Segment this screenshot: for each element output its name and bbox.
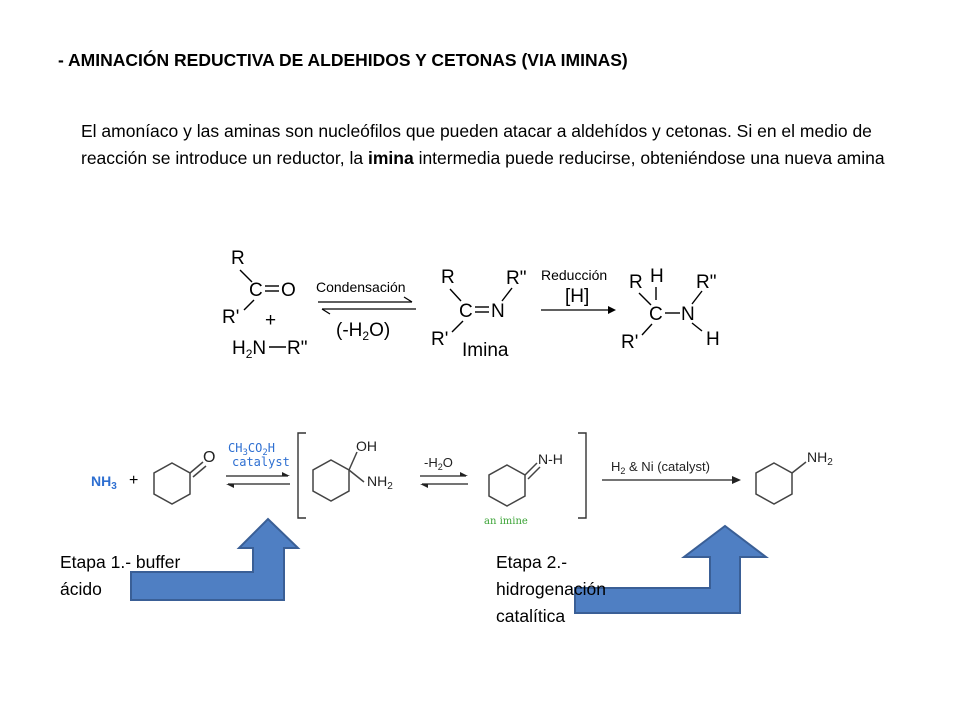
product-bond-r-c <box>638 292 652 306</box>
imine-n-label: N <box>491 301 505 322</box>
cyclohexylamine-ring <box>755 462 793 505</box>
ketone-c-label: C <box>249 280 263 301</box>
forward-arrow-head <box>403 296 413 303</box>
eq1-forward-head <box>282 472 290 476</box>
stage1-label: Etapa 1.- buffer ácido <box>60 549 180 603</box>
product-rprime-label: R' <box>621 332 638 353</box>
stage2-line1: Etapa 2.- <box>496 552 568 572</box>
bond-c-oh <box>348 451 358 471</box>
intro-paragraph: El amoníaco y las aminas son nucleófilos… <box>81 118 941 172</box>
product-bond-n-r2 <box>691 290 703 305</box>
hydrogenation-label: H2 & Ni (catalyst) <box>611 459 710 476</box>
amine-bond <box>791 461 807 474</box>
imine-bond-n-r2 <box>501 287 513 302</box>
stage1-arrow-shape <box>130 517 301 601</box>
plus-sign: + <box>265 310 276 331</box>
ketone-o-label: O <box>281 280 296 301</box>
hydrogenation-arrow-head <box>732 476 741 484</box>
product-bond-c-rprime <box>641 323 653 336</box>
product-bond-n-h <box>691 322 703 332</box>
reaction-scheme-cyclohexanone: NH3 + O CH3CO2H catalyst OH NH2 -H2O N-H <box>91 432 833 527</box>
imine-r-label: R <box>441 267 455 288</box>
imine-rdouble-label: R" <box>506 268 526 289</box>
bond-r-c <box>239 269 253 283</box>
eq1-reverse-head <box>226 484 234 488</box>
paragraph-text-1: El amoníaco y las aminas son nucleófilos… <box>81 121 872 168</box>
imine-nh-label: N-H <box>538 451 563 467</box>
acid-catalyst-word: catalyst <box>232 455 290 469</box>
bond-c-nh2 <box>348 469 365 483</box>
product-h-top-label: H <box>650 266 664 287</box>
ammonia-label: NH3 <box>91 473 117 492</box>
stage2-line3: catalítica <box>496 606 566 626</box>
paragraph-bold-imina: imina <box>367 148 414 168</box>
product-h-bottom-label: H <box>706 329 720 350</box>
oh-label: OH <box>356 438 377 454</box>
carbonyl-bond-1 <box>189 461 204 474</box>
imine-ring <box>488 464 526 507</box>
reductant-label: [H] <box>565 286 589 307</box>
stage1-line1: Etapa 1.- buffer <box>60 552 181 572</box>
acid-catalyst-formula: CH3CO2H <box>228 441 275 458</box>
minus-water-label: (-H2O) <box>336 320 390 343</box>
cyclohexanone-o-label: O <box>203 449 215 466</box>
reverse-arrow-head <box>321 308 331 315</box>
scheme2-plus: + <box>129 472 138 489</box>
stage1-line2: ácido <box>60 579 102 599</box>
stage2-line2: hidrogenación <box>496 579 606 599</box>
amine-h-label: H2N <box>232 338 266 361</box>
amine-rdouble-label: R" <box>287 338 307 359</box>
paragraph-text-2: intermedia puede reducirse, obteniéndose… <box>413 148 885 168</box>
product-nh2-label: NH2 <box>807 449 833 468</box>
eq2-reverse-head <box>420 484 428 488</box>
stage2-arrow-shape <box>574 524 769 614</box>
imine-bond-c-rprime <box>451 320 464 333</box>
reduction-arrow-head <box>608 306 616 314</box>
bond-c-rprime <box>243 299 255 311</box>
reduction-label: Reducción <box>541 267 607 283</box>
stage2-label: Etapa 2.- hidrogenación catalítica <box>496 549 606 630</box>
product-rdouble-label: R" <box>696 272 716 293</box>
page-title: - AMINACIÓN REDUCTIVA DE ALDEHIDOS Y CET… <box>58 50 628 70</box>
cyclohexanone-ring <box>153 462 191 505</box>
left-bracket <box>297 432 306 519</box>
product-n-label: N <box>681 304 695 325</box>
minus-water-label-2: -H2O <box>424 455 453 472</box>
carbinolamine-ring <box>312 459 350 502</box>
stage2-callout-arrow <box>574 524 769 614</box>
stage1-callout-arrow <box>130 517 301 601</box>
condensation-label: Condensación <box>316 279 406 295</box>
imine-c-label: C <box>459 301 473 322</box>
imine-green-caption: an imine <box>484 516 528 527</box>
carbinolamine-nh2-label: NH2 <box>367 473 393 492</box>
carbonyl-bond-2 <box>192 465 207 478</box>
product-r-label: R <box>629 272 643 293</box>
ketone-r-label: R <box>231 248 245 269</box>
imine-rprime-label: R' <box>431 329 448 350</box>
imine-caption: Imina <box>462 340 509 361</box>
imine-bond-1 <box>524 462 538 476</box>
right-bracket <box>578 432 587 519</box>
eq2-forward-head <box>460 472 468 476</box>
ketone-rprime-label: R' <box>222 307 239 328</box>
imine-bond-2 <box>527 466 541 480</box>
imine-bond-r-c <box>449 288 462 302</box>
product-c-label: C <box>649 304 663 325</box>
